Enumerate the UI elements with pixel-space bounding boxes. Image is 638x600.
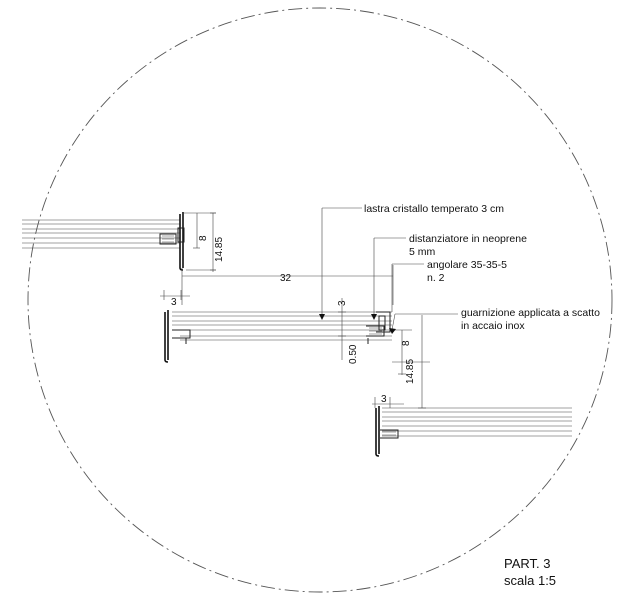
annotation-gasket: guarnizione applicata a scatto in accaio…: [389, 307, 600, 334]
middle-step: [164, 310, 392, 363]
label-glass: lastra cristallo temperato 3 cm: [364, 203, 504, 215]
dim-3-bottom-group: 3: [372, 394, 404, 408]
annotation-angle: angolare 35-35-5 n. 2: [391, 259, 507, 312]
dim-3-bottom: 3: [381, 394, 387, 405]
scale-label: scala 1:5: [504, 573, 556, 588]
dim-0-50: 0.50: [348, 344, 359, 364]
detail-circle: [27, 7, 613, 593]
label-gasket-line1: guarnizione applicata a scatto: [461, 307, 600, 319]
dim-8-mid: 8: [401, 340, 412, 346]
label-gasket-line2: in accaio inox: [461, 320, 525, 332]
dim-3-left-group: 3: [160, 290, 190, 308]
label-spacer-line1: distanziatore in neoprene: [409, 233, 527, 245]
dim-32: 32: [280, 273, 292, 284]
lower-step: [375, 406, 572, 457]
dim-32-line: 32: [181, 265, 394, 305]
dim-8-top: 8: [198, 235, 209, 241]
upper-dimensions: 8 14.85: [183, 212, 225, 272]
annotation-spacer: distanziatore in neoprene 5 mm: [371, 233, 527, 320]
label-spacer-line2: 5 mm: [409, 246, 436, 258]
dim-3-left: 3: [171, 297, 177, 308]
label-angle-line2: n. 2: [427, 272, 445, 284]
middle-dimensions: 3 0.50 8 14.85: [337, 298, 430, 409]
dim-3-mid: 3: [337, 300, 348, 306]
dim-14-85-top: 14.85: [214, 237, 225, 262]
label-angle-line1: angolare 35-35-5: [427, 259, 507, 271]
upper-step: [22, 212, 185, 271]
title-block: PART. 3 scala 1:5: [504, 556, 556, 588]
part-title: PART. 3: [504, 556, 550, 571]
dim-14-85-mid: 14.85: [405, 359, 416, 384]
annotation-glass: lastra cristallo temperato 3 cm: [319, 203, 504, 320]
